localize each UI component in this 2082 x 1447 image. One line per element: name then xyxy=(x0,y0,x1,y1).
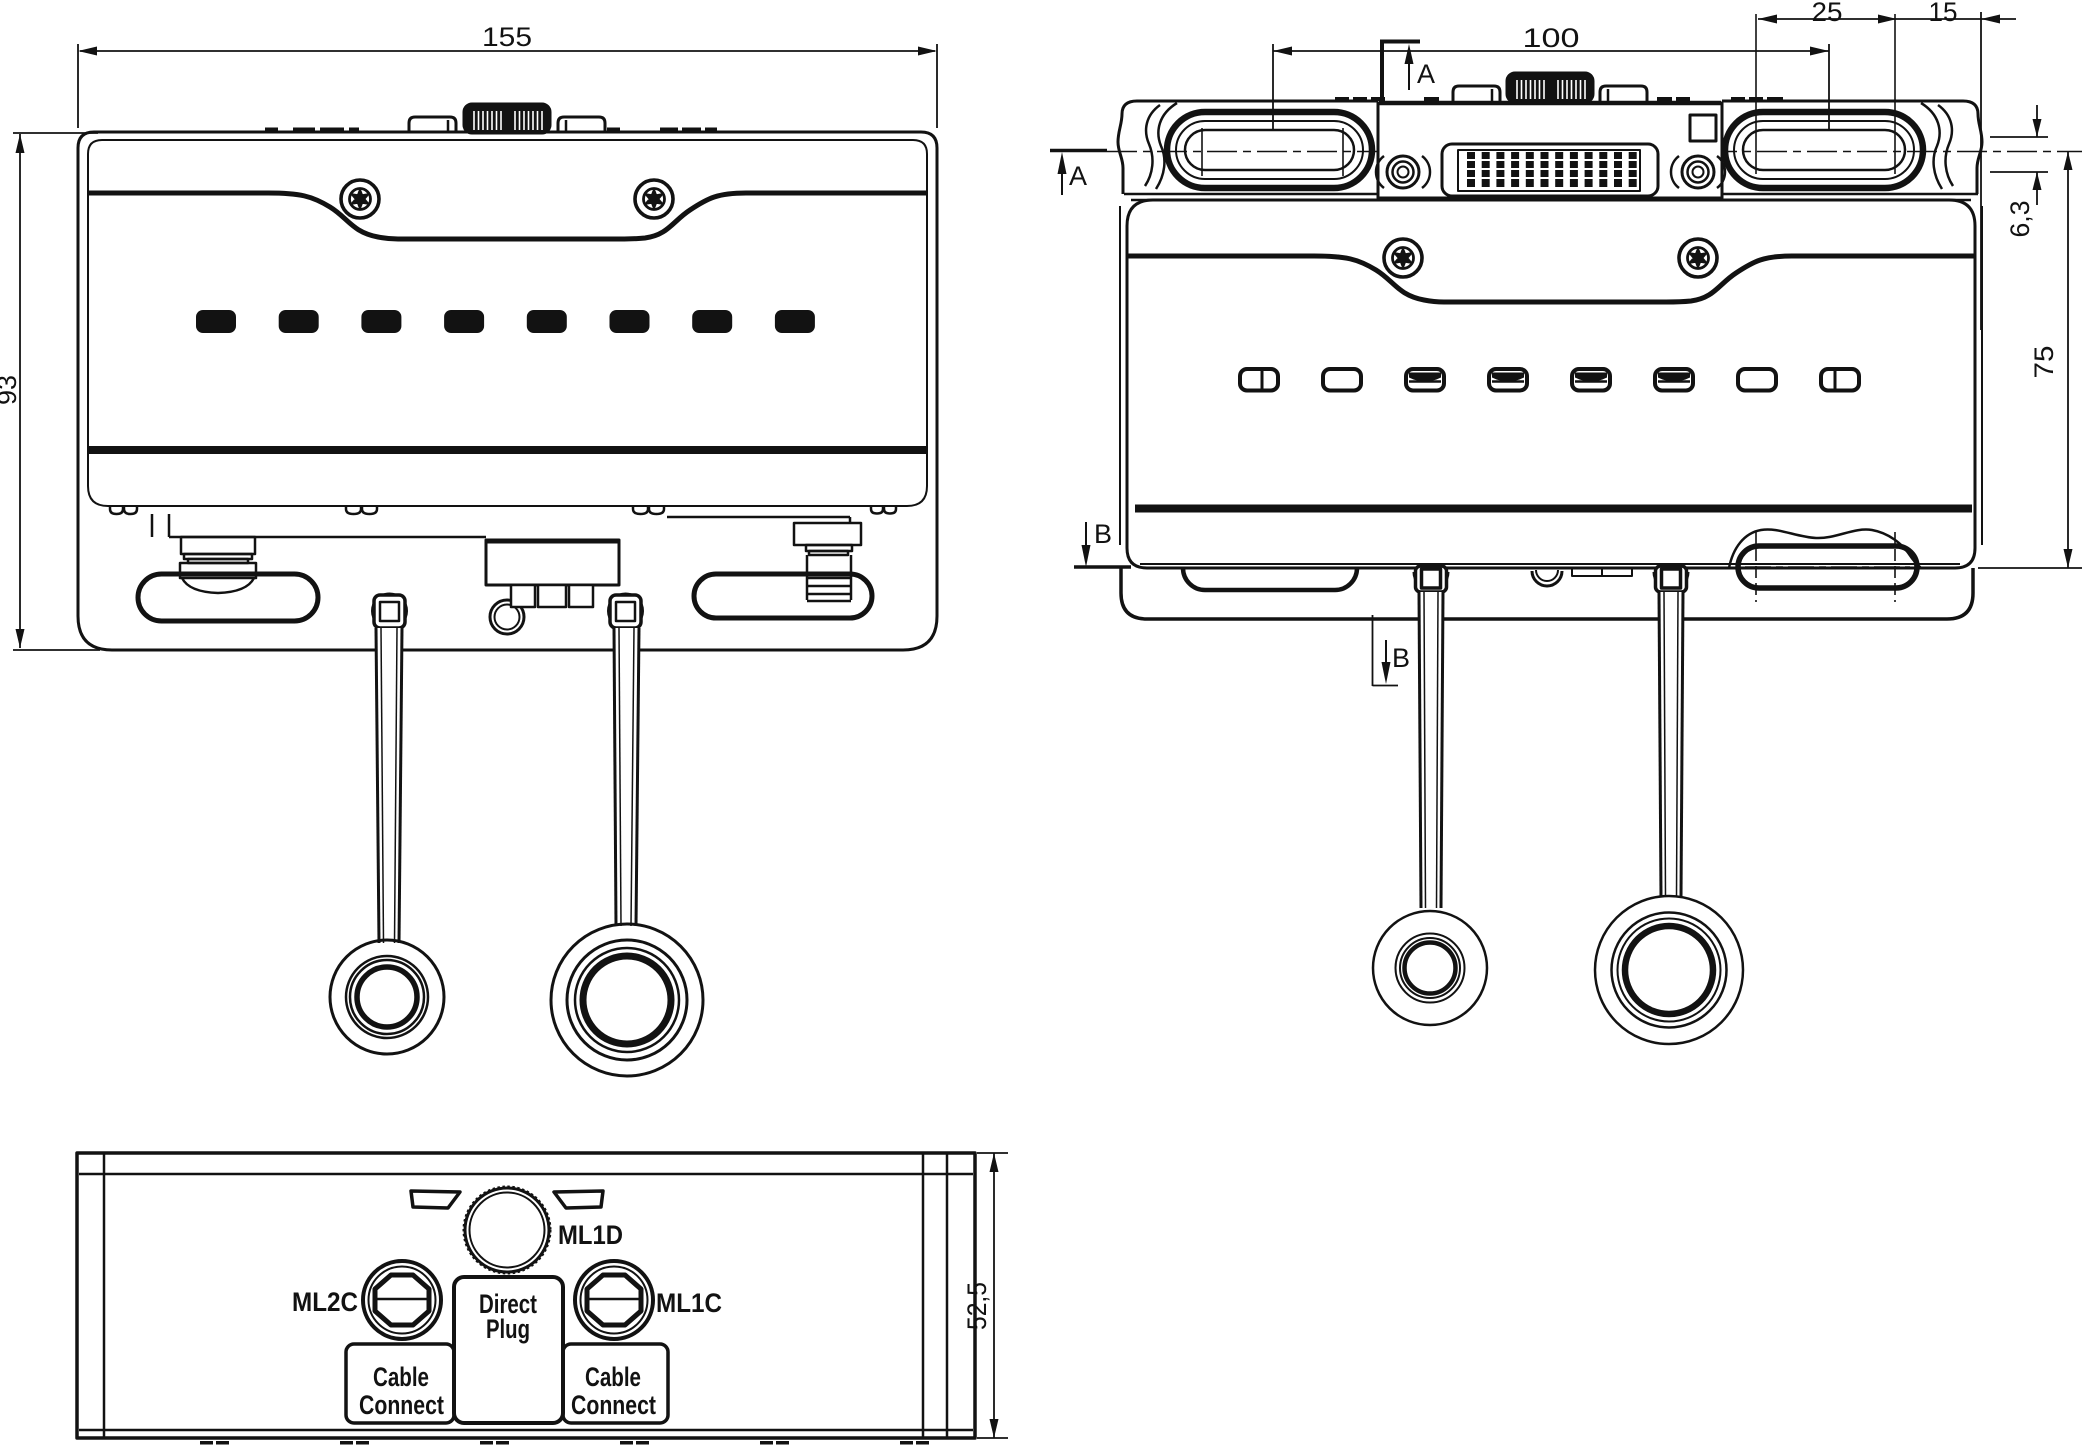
svg-text:ML1C: ML1C xyxy=(656,1288,722,1318)
svg-text:Cable: Cable xyxy=(585,1362,641,1392)
svg-text:Plug: Plug xyxy=(486,1314,530,1344)
svg-text:100: 100 xyxy=(1523,23,1580,53)
svg-text:52,5: 52,5 xyxy=(962,1282,992,1330)
svg-text:B: B xyxy=(1094,519,1112,549)
svg-text:A: A xyxy=(1417,59,1435,89)
svg-text:ML2C: ML2C xyxy=(292,1287,358,1317)
svg-text:93: 93 xyxy=(0,375,22,405)
svg-text:25: 25 xyxy=(1812,0,1843,27)
svg-text:B: B xyxy=(1392,643,1410,673)
svg-text:15: 15 xyxy=(1929,0,1958,27)
svg-text:Direct: Direct xyxy=(479,1289,537,1319)
svg-text:155: 155 xyxy=(482,22,532,52)
svg-text:Connect: Connect xyxy=(359,1390,444,1420)
svg-text:A: A xyxy=(1069,161,1087,191)
svg-text:75: 75 xyxy=(2029,346,2059,379)
svg-text:Connect: Connect xyxy=(571,1390,656,1420)
svg-text:Cable: Cable xyxy=(373,1362,429,1392)
svg-text:ML1D: ML1D xyxy=(558,1220,623,1250)
svg-text:6,3: 6,3 xyxy=(2005,201,2035,238)
